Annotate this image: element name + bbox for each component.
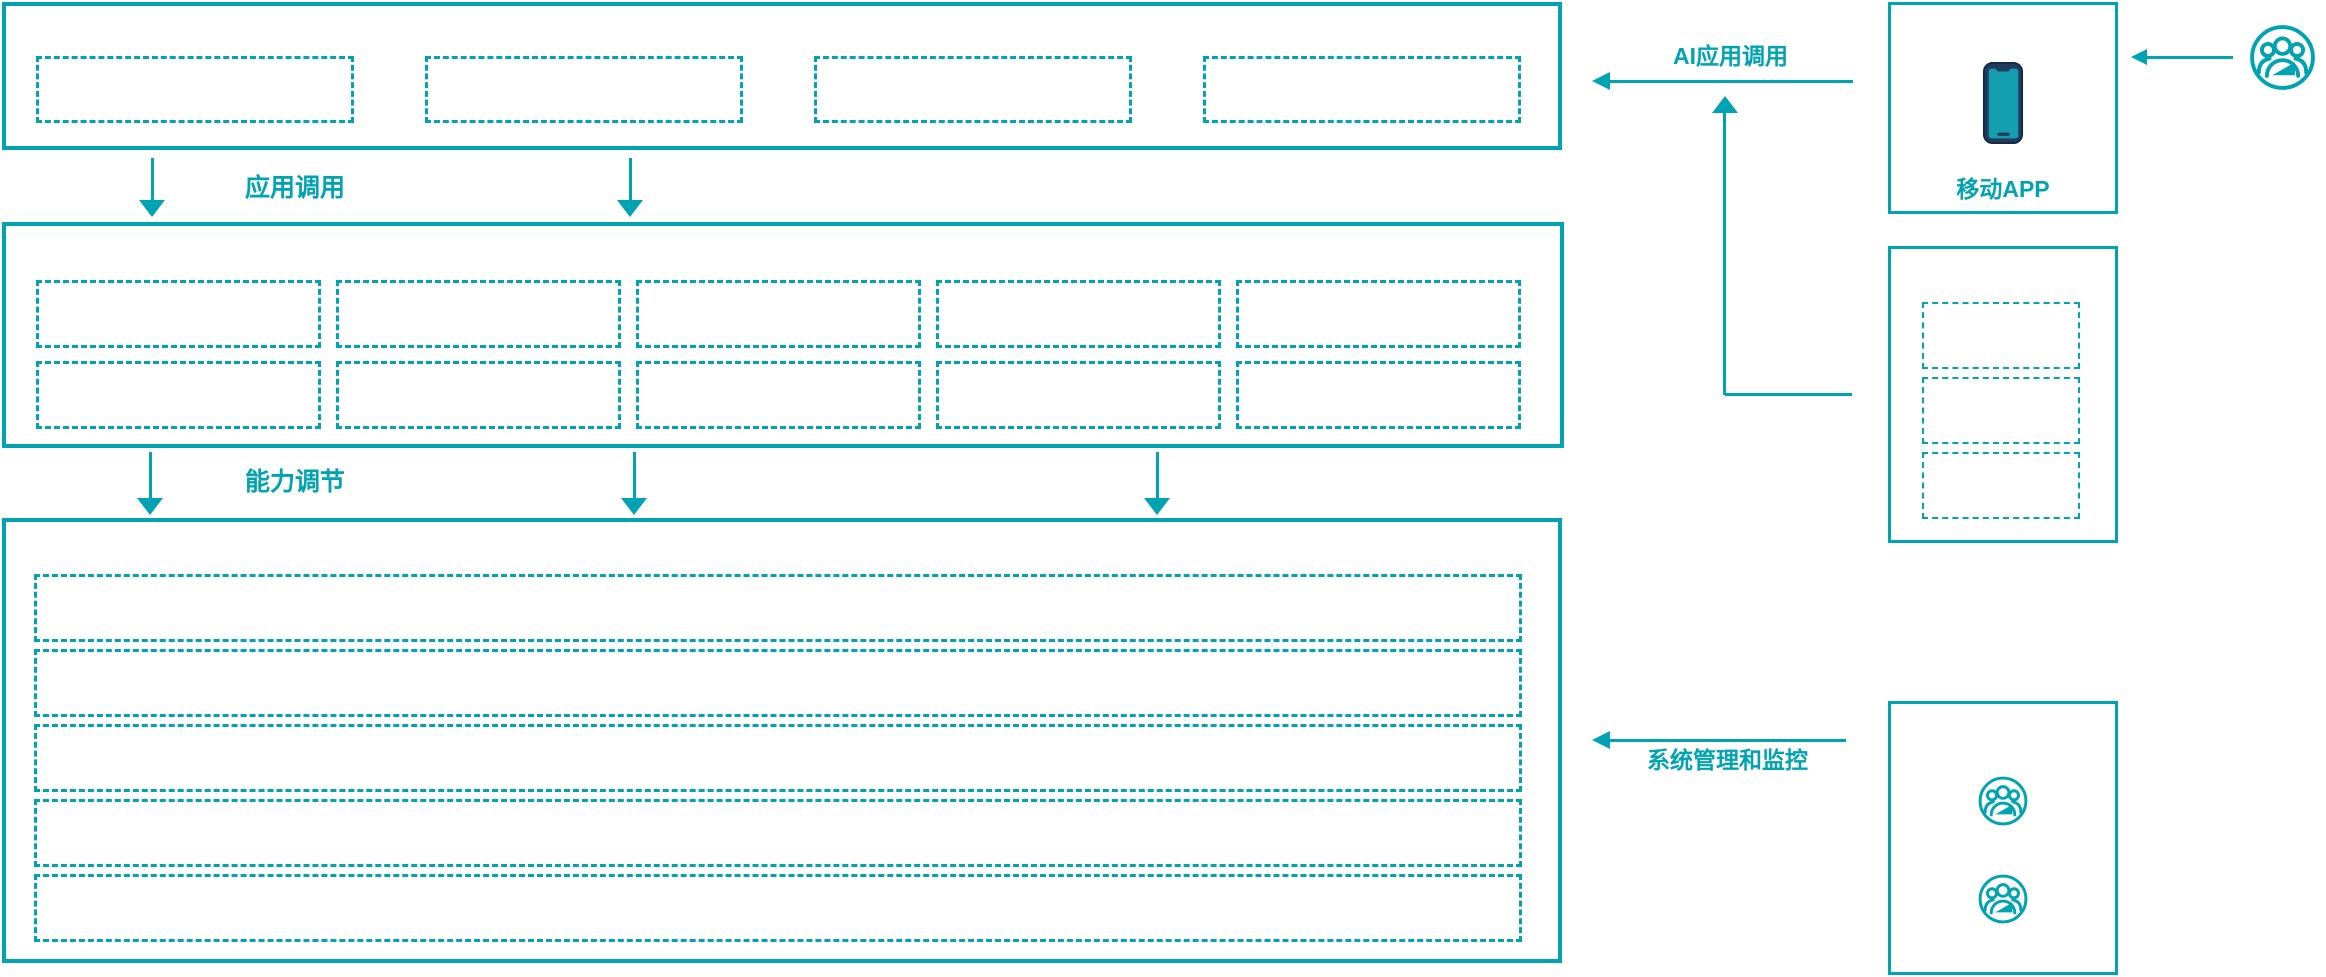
placeholder-box [1203, 56, 1521, 123]
capability-row [36, 361, 1560, 429]
down-arrow-head [1144, 498, 1170, 515]
placeholder-box [814, 56, 1132, 123]
user-group-icon [2248, 23, 2317, 92]
placeholder-box [34, 874, 1522, 942]
capability-layer-placeholders [6, 226, 1560, 429]
system-monitor-label: 系统管理和监控 [1647, 747, 1808, 773]
down-arrow-head [139, 200, 165, 217]
placeholder-box [425, 56, 743, 123]
placeholder-box [636, 361, 921, 429]
down-arrow-shaft [1156, 452, 1159, 498]
up-arrow-head [1712, 96, 1738, 113]
placeholder-box [1922, 452, 2080, 519]
placeholder-box [636, 280, 921, 348]
placeholder-box [34, 649, 1522, 717]
up-arrow-shaft [1723, 112, 1726, 395]
user-group-icon [1977, 775, 2029, 827]
placeholder-box [36, 56, 354, 123]
mobile-app-label: 移动APP [1956, 176, 2050, 202]
monitor-box [1888, 701, 2118, 975]
user-group-icon [1977, 873, 2029, 925]
down-arrow-shaft [633, 452, 636, 498]
down-arrow-shaft [151, 158, 154, 200]
down-arrow-head [617, 200, 643, 217]
resource-layer-placeholders [6, 522, 1558, 942]
resource-layer-box [2, 518, 1562, 963]
placeholder-box [1236, 280, 1521, 348]
left-arrow-shaft [2146, 56, 2233, 59]
left-arrow-head [1592, 731, 1610, 749]
placeholder-box [936, 280, 1221, 348]
placeholder-box [1236, 361, 1521, 429]
down-arrow-head [621, 498, 647, 515]
mobile-app-box: 移动APP [1888, 2, 2118, 214]
app-call-label: 应用调用 [245, 174, 346, 202]
placeholder-box [336, 361, 621, 429]
placeholder-box [34, 799, 1522, 867]
right-middle-placeholders [1891, 249, 2115, 519]
down-arrow-shaft [149, 452, 152, 498]
smartphone-icon [1982, 61, 2024, 150]
capability-adjust-label: 能力调节 [245, 468, 346, 496]
left-arrow-head [1592, 72, 1610, 90]
placeholder-box [1922, 302, 2080, 369]
placeholder-box [36, 361, 321, 429]
app-layer-box [2, 2, 1562, 150]
right-middle-box [1888, 246, 2118, 543]
admin-user-icons [1891, 704, 2115, 925]
placeholder-box [336, 280, 621, 348]
left-arrow-shaft [1610, 739, 1846, 742]
placeholder-box [36, 280, 321, 348]
app-layer-placeholders [6, 6, 1558, 123]
placeholder-box [936, 361, 1221, 429]
capability-layer-box [2, 222, 1564, 448]
capability-row [36, 280, 1560, 348]
external-user-icon [2248, 23, 2317, 92]
left-arrow-shaft [1610, 80, 1853, 83]
placeholder-box [34, 574, 1522, 642]
down-arrow-shaft [629, 158, 632, 200]
down-arrow-head [137, 498, 163, 515]
left-arrow-head [2131, 49, 2147, 65]
up-arrow-connector [1725, 393, 1852, 396]
placeholder-box [34, 724, 1522, 792]
ai-app-call-label: AI应用调用 [1673, 43, 1788, 69]
placeholder-box [1922, 377, 2080, 444]
